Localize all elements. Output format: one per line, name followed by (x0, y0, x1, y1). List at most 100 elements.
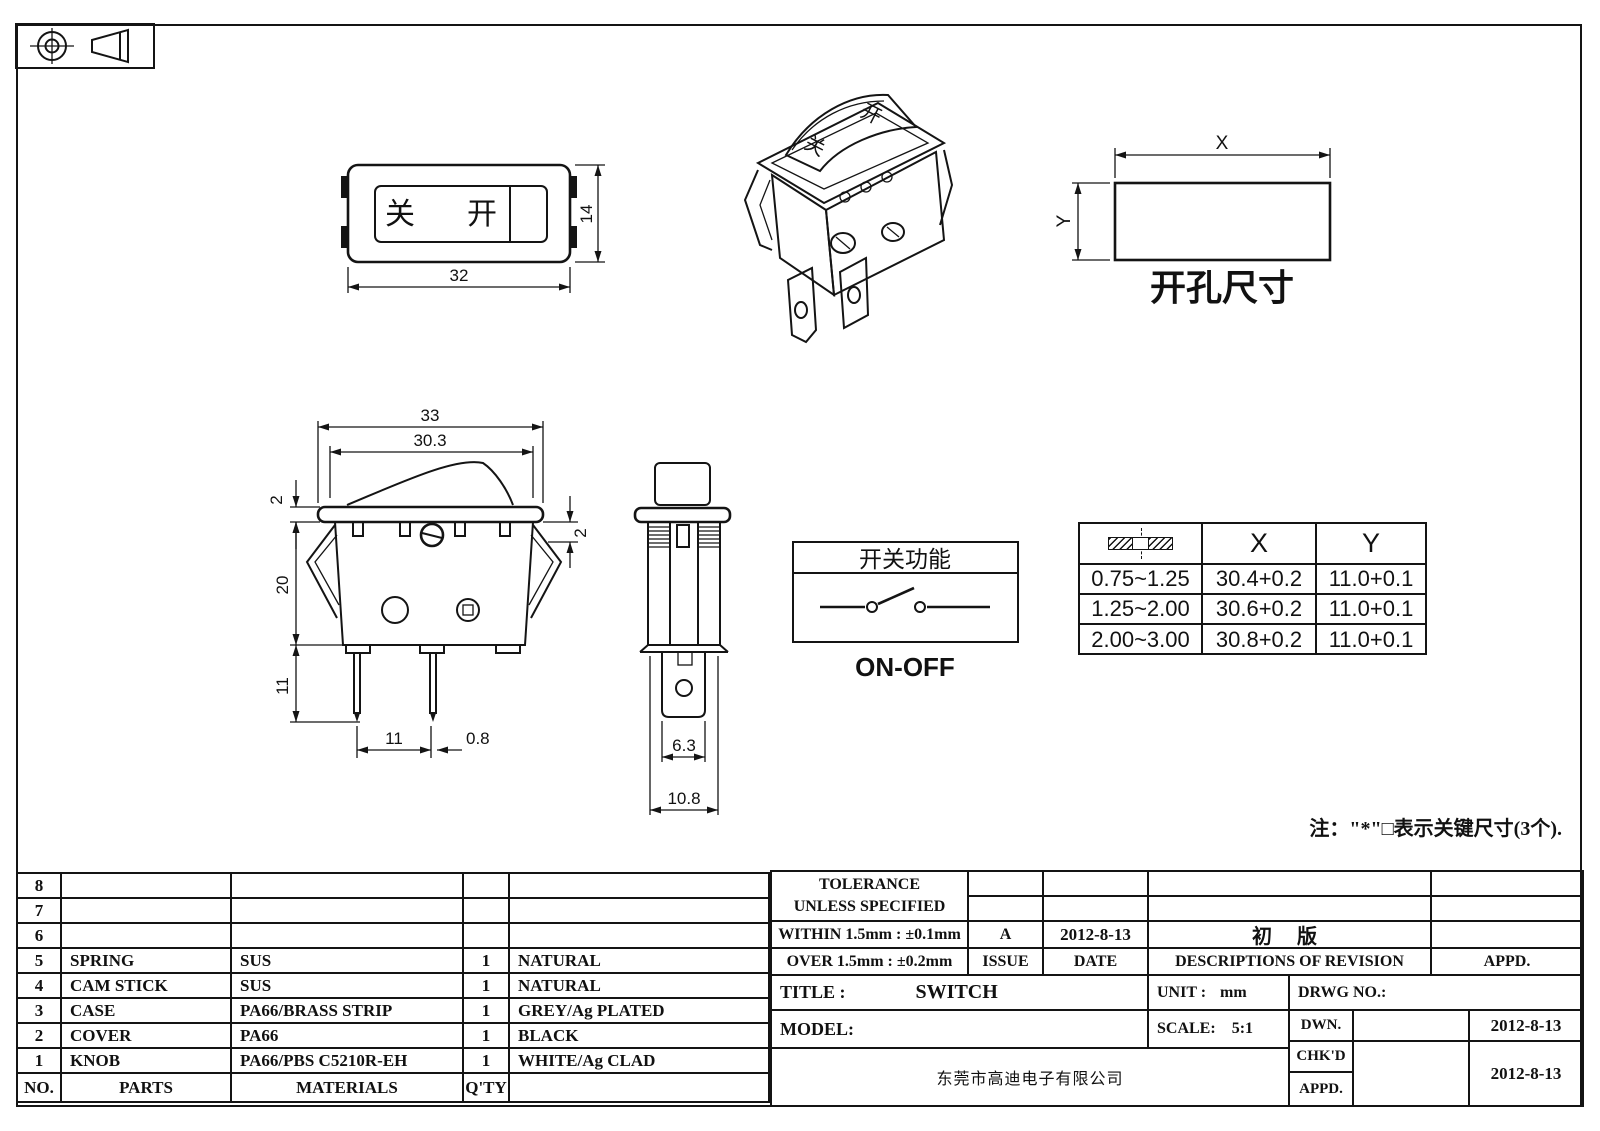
key-dimension-note: 注："*"□表示关键尺寸(3个). (1309, 818, 1562, 840)
y-cell: 11.0+0.1 (1317, 595, 1425, 625)
title-block: TOLERANCE UNLESS SPECIFIED WITHIN 1.5mm … (770, 870, 1584, 1107)
part-material (232, 874, 464, 899)
revision-date-value: 2012-8-13 (1044, 922, 1149, 949)
part-color (510, 899, 768, 924)
top-view: 关 开 32 14 (341, 163, 605, 293)
revision-appd-label: APPD. (1432, 949, 1582, 976)
side-pin-pitch-dim: 11 (385, 729, 403, 748)
side-pin-width-dim: 0.8 (466, 729, 490, 748)
chk-appd-signature (1354, 1042, 1470, 1105)
unit-cell: UNIT : mm (1149, 976, 1290, 1011)
panel-thickness-symbol (1080, 524, 1201, 563)
part-no: 3 (18, 999, 62, 1024)
part-name (62, 924, 232, 949)
header-qty: Q'TY (464, 1074, 510, 1101)
revision-empty (1149, 872, 1432, 897)
drawing-views-canvas: 关 开 32 14 开 关 (15, 23, 1332, 815)
y-cell: 11.0+0.1 (1317, 565, 1425, 595)
part-color: NATURAL (510, 949, 768, 974)
tolerance-line2: UNLESS SPECIFIED (793, 898, 946, 915)
side-overall-dim: 33 (421, 406, 440, 425)
part-qty (464, 874, 510, 899)
hatch-left (1108, 537, 1133, 550)
cutout-x-dim: X (1216, 133, 1229, 154)
revision-empty (1432, 897, 1582, 922)
side-flange-dim: 2 (267, 495, 286, 504)
thickness-cell: 1.25~2.00 (1080, 595, 1203, 625)
header-no: NO. (18, 1074, 62, 1101)
top-view-on-label: 开 (467, 198, 497, 231)
parts-table: 8 7 6 5 SPRING SUS 1 NATURAL 4 CAM STICK… (16, 872, 770, 1103)
header-color (510, 1074, 768, 1101)
tolerance-header: TOLERANCE UNLESS SPECIFIED (772, 872, 969, 922)
part-name: SPRING (62, 949, 232, 974)
front-terminal-dim: 6.3 (672, 736, 696, 755)
thickness-cell: 2.00~3.00 (1080, 625, 1203, 654)
cutout-spec-table: X Y 0.75~1.25 30.4+0.2 11.0+0.1 1.25~2.0… (1078, 522, 1427, 655)
top-view-off-label: 关 (385, 198, 415, 231)
hatch-right (1148, 537, 1173, 550)
part-name: KNOB (62, 1049, 232, 1074)
part-color: NATURAL (510, 974, 768, 999)
revision-description-value: 初 版 (1149, 922, 1432, 949)
title-row: TITLE : SWITCH (772, 976, 1149, 1011)
cutout-caption: 开孔尺寸 (1150, 267, 1294, 308)
hole-gap (1132, 537, 1149, 550)
top-view-height-dim: 14 (577, 205, 596, 224)
top-view-width-dim: 32 (450, 266, 469, 285)
revision-issue-value: A (969, 922, 1044, 949)
revision-empty (1149, 897, 1432, 922)
part-color: WHITE/Ag CLAD (510, 1049, 768, 1074)
revision-empty (969, 897, 1044, 922)
part-qty (464, 899, 510, 924)
projection-symbol (15, 23, 155, 69)
part-no: 5 (18, 949, 62, 974)
perspective-off-label: 关 (801, 131, 829, 161)
part-qty: 1 (464, 1024, 510, 1049)
col-header-x: X (1203, 524, 1317, 565)
thickness-cell: 0.75~1.25 (1080, 565, 1203, 595)
revision-empty (969, 872, 1044, 897)
dwn-date: 2012-8-13 (1470, 1011, 1582, 1042)
part-color (510, 924, 768, 949)
part-no: 6 (18, 924, 62, 949)
part-color (510, 874, 768, 899)
side-clip-dim: 2 (571, 528, 590, 537)
header-materials: MATERIALS (232, 1074, 464, 1101)
appd-label: APPD. (1290, 1073, 1354, 1105)
part-no: 8 (18, 874, 62, 899)
part-no: 7 (18, 899, 62, 924)
scale-label: SCALE: (1157, 1020, 1216, 1037)
header-parts: PARTS (62, 1074, 232, 1101)
part-material: PA66/PBS C5210R-EH (232, 1049, 464, 1074)
part-name (62, 899, 232, 924)
part-material (232, 924, 464, 949)
side-knob-dim: 30.3 (413, 431, 446, 450)
part-qty: 1 (464, 999, 510, 1024)
chk-appd-date: 2012-8-13 (1490, 1063, 1562, 1083)
chkd-label: CHK'D (1290, 1042, 1354, 1073)
scale-cell: SCALE: 5:1 (1149, 1011, 1290, 1049)
dwn-signature (1354, 1011, 1470, 1042)
part-qty: 1 (464, 974, 510, 999)
function-box: 开关功能 ON-OFF (792, 541, 1019, 682)
model-label: MODEL: (780, 1018, 854, 1039)
part-qty: 1 (464, 1049, 510, 1074)
drwg-no-cell: DRWG NO.: (1290, 976, 1582, 1011)
part-name: CAM STICK (62, 974, 232, 999)
cutout-view: X Y 开孔尺寸 (1054, 133, 1332, 308)
part-qty: 1 (464, 949, 510, 974)
scale-value: 5:1 (1231, 1020, 1254, 1037)
tolerance-line1: TOLERANCE (818, 876, 921, 893)
part-material: SUS (232, 949, 464, 974)
revision-empty (1044, 897, 1149, 922)
title-label: TITLE : (780, 982, 846, 1002)
company-name: 东莞市高迪电子有限公司 (772, 1049, 1290, 1105)
part-material: SUS (232, 974, 464, 999)
revision-empty (1432, 872, 1582, 897)
function-box-title: 开关功能 (859, 546, 951, 572)
dwn-label: DWN. (1290, 1011, 1354, 1042)
side-view: 33 30.3 (267, 406, 590, 758)
revision-empty (1044, 872, 1149, 897)
